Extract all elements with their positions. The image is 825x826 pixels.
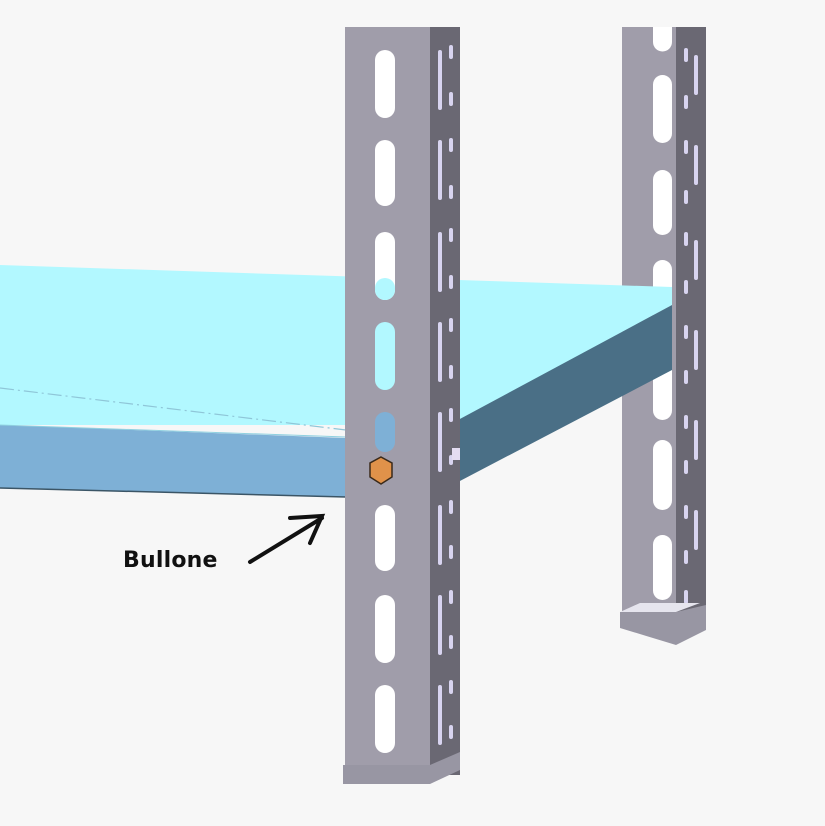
arrow-icon bbox=[248, 513, 326, 564]
hex-bolt-icon bbox=[369, 456, 393, 485]
bolt-label: Bullone bbox=[123, 548, 218, 573]
shelf bbox=[0, 265, 672, 498]
front-post bbox=[343, 27, 460, 784]
